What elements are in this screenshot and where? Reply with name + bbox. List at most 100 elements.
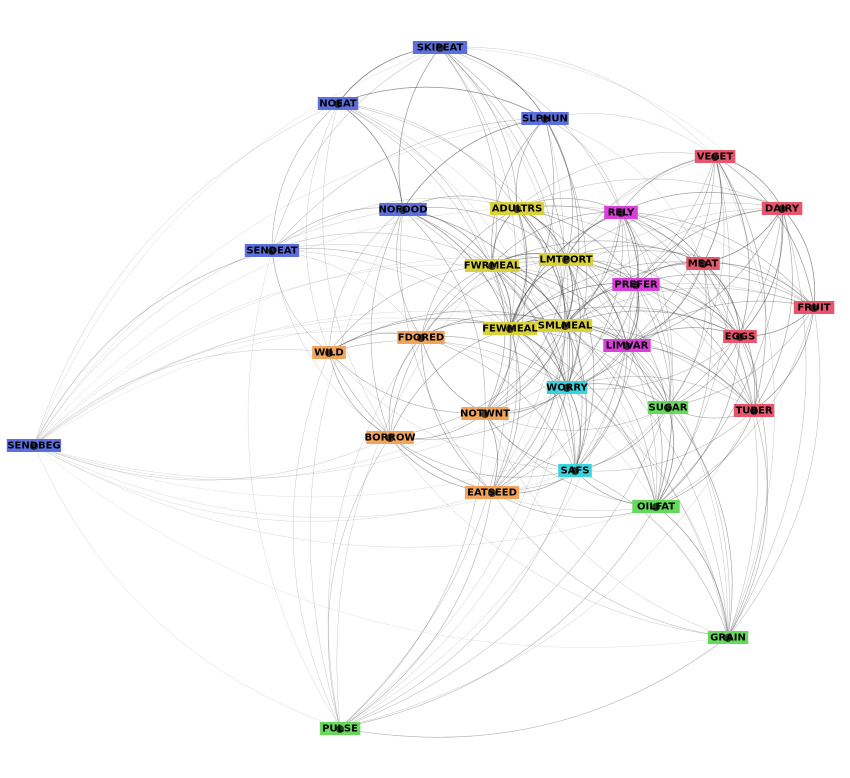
edge-sendbeg-fwrmeal bbox=[33, 264, 493, 446]
edge-fewmeal-veget bbox=[509, 155, 716, 329]
edge-sendeat-borrow bbox=[271, 249, 391, 438]
node-marker bbox=[488, 262, 496, 270]
edge-skipeat-veget bbox=[439, 46, 716, 157]
node-limvar[interactable]: LIMVAR bbox=[603, 339, 651, 352]
node-worry[interactable]: WORRY bbox=[546, 381, 589, 394]
edge-smlmeal-wild bbox=[328, 310, 566, 353]
edge-skipeat-sendeat bbox=[271, 46, 441, 251]
edge-prefer-oilfat bbox=[635, 283, 672, 507]
node-sendbeg[interactable]: SENDBEG bbox=[6, 439, 62, 452]
node-safs[interactable]: SAFS bbox=[558, 464, 592, 477]
edge-sendbeg-smlmeal bbox=[33, 310, 566, 446]
edge-safs-pulse bbox=[339, 469, 576, 729]
node-adultrs[interactable]: ADULTRS bbox=[489, 202, 545, 215]
edge-lmtport-fruit bbox=[565, 250, 815, 308]
edge-dairy-sugar bbox=[667, 207, 783, 408]
edge-limvar-fruit bbox=[626, 300, 815, 346]
edges-layer bbox=[33, 46, 821, 738]
node-veget[interactable]: VEGET bbox=[694, 150, 736, 163]
node-fruit[interactable]: FRUIT bbox=[793, 301, 835, 314]
edge-smlmeal-rely bbox=[564, 211, 622, 326]
node-noeat[interactable]: NOEAT bbox=[317, 97, 359, 110]
node-meat[interactable]: MEAT bbox=[686, 257, 720, 270]
node-fdored[interactable]: FDORED bbox=[397, 331, 445, 344]
edge-slphun-eatseed bbox=[491, 117, 565, 493]
edge-fruit-sugar bbox=[667, 306, 815, 408]
node-prefer[interactable]: PREFER bbox=[612, 278, 660, 291]
edge-fruit-grain bbox=[727, 306, 821, 638]
edge-adultrs-veget bbox=[516, 152, 716, 209]
node-label: OILFAT bbox=[637, 502, 675, 513]
edge-skipeat-dairy bbox=[439, 46, 783, 209]
edge-sendbeg-grain bbox=[33, 444, 729, 648]
node-fwrmeal[interactable]: FWRMEAL bbox=[464, 259, 521, 272]
edge-smlmeal-eggs bbox=[564, 310, 741, 337]
node-smlmeal[interactable]: SMLMEAL bbox=[538, 319, 593, 332]
node-label: DAIRY bbox=[765, 204, 800, 215]
edge-smlmeal-borrow bbox=[389, 324, 566, 438]
edge-noeat-lmtport bbox=[337, 102, 567, 260]
edge-limvar-dairy bbox=[626, 207, 783, 346]
node-fewmeal[interactable]: FEWMEAL bbox=[482, 322, 538, 335]
node-label: SKIPEAT bbox=[417, 43, 464, 54]
edge-eatseed-grain bbox=[491, 491, 729, 638]
edge-fewmeal-meat bbox=[509, 261, 704, 329]
node-marker bbox=[399, 206, 407, 214]
node-label: SUGAR bbox=[649, 403, 688, 414]
edge-skipeat-fwrmeal bbox=[439, 46, 498, 266]
edge-nofood-pulse bbox=[309, 208, 404, 729]
edge-prefer-sugar bbox=[635, 283, 671, 408]
node-grain[interactable]: GRAIN bbox=[707, 631, 749, 644]
node-label: LIMVAR bbox=[606, 341, 649, 352]
edge-sendbeg-borrow bbox=[33, 436, 391, 481]
node-marker bbox=[541, 115, 549, 123]
node-dairy[interactable]: DAIRY bbox=[761, 202, 803, 215]
node-pulse[interactable]: PULSE bbox=[319, 722, 361, 735]
node-marker bbox=[417, 334, 425, 342]
node-oilfat[interactable]: OILFAT bbox=[632, 500, 680, 513]
node-marker bbox=[562, 256, 570, 264]
edge-noeat-sendbeg bbox=[33, 102, 339, 446]
node-eatseed[interactable]: EATSEED bbox=[464, 486, 520, 499]
edge-eggs-grain bbox=[727, 335, 768, 638]
edge-adultrs-worry bbox=[516, 207, 570, 388]
edge-borrow-eatseed bbox=[389, 436, 493, 493]
node-sendeat[interactable]: SENDEAT bbox=[244, 244, 300, 257]
edge-limvar-eatseed bbox=[491, 344, 628, 493]
edge-worry-grain bbox=[566, 386, 729, 638]
edge-sendbeg-lmtport bbox=[33, 256, 567, 446]
node-sugar[interactable]: SUGAR bbox=[647, 401, 689, 414]
node-marker bbox=[571, 467, 579, 475]
edge-slphun-adultrs bbox=[515, 117, 546, 209]
node-label: LMTPORT bbox=[539, 255, 592, 266]
node-tuber[interactable]: TUBER bbox=[733, 404, 775, 417]
edge-smlmeal-pulse bbox=[339, 324, 566, 729]
edge-nofood-notwnt bbox=[402, 208, 486, 414]
node-eggs[interactable]: EGGS bbox=[723, 330, 757, 343]
edge-noeat-wild bbox=[305, 102, 339, 353]
edge-veget-grain bbox=[714, 155, 775, 638]
edge-wild-pulse bbox=[292, 351, 341, 729]
edge-safs-tuber bbox=[574, 409, 755, 472]
node-notwnt[interactable]: NOTWNT bbox=[460, 407, 510, 420]
node-slphun[interactable]: SLPHUN bbox=[521, 112, 569, 125]
edge-worry-pulse bbox=[339, 386, 568, 729]
node-lmtport[interactable]: LMTPORT bbox=[538, 253, 594, 266]
edge-nofood-sendbeg bbox=[33, 208, 404, 446]
node-skipeat[interactable]: SKIPEAT bbox=[412, 41, 468, 54]
edge-nofood-fdored bbox=[396, 208, 422, 338]
edge-skipeat-adultrs bbox=[439, 46, 518, 209]
node-nofood[interactable]: NOFOOD bbox=[378, 203, 428, 216]
edge-limvar-oilfat bbox=[626, 344, 663, 507]
node-label: WORRY bbox=[546, 383, 588, 394]
node-label: NOTWNT bbox=[460, 409, 510, 420]
edge-sugar-pulse bbox=[339, 406, 669, 729]
node-rely[interactable]: RELY bbox=[604, 206, 638, 219]
edge-fwrmeal-oilfat bbox=[491, 264, 657, 507]
edge-nofood-safs bbox=[402, 208, 576, 471]
edge-dairy-tuber bbox=[753, 207, 793, 411]
node-wild[interactable]: WILD bbox=[312, 346, 346, 359]
edge-noeat-adultrs bbox=[337, 102, 518, 209]
node-borrow[interactable]: BORROW bbox=[364, 431, 416, 444]
